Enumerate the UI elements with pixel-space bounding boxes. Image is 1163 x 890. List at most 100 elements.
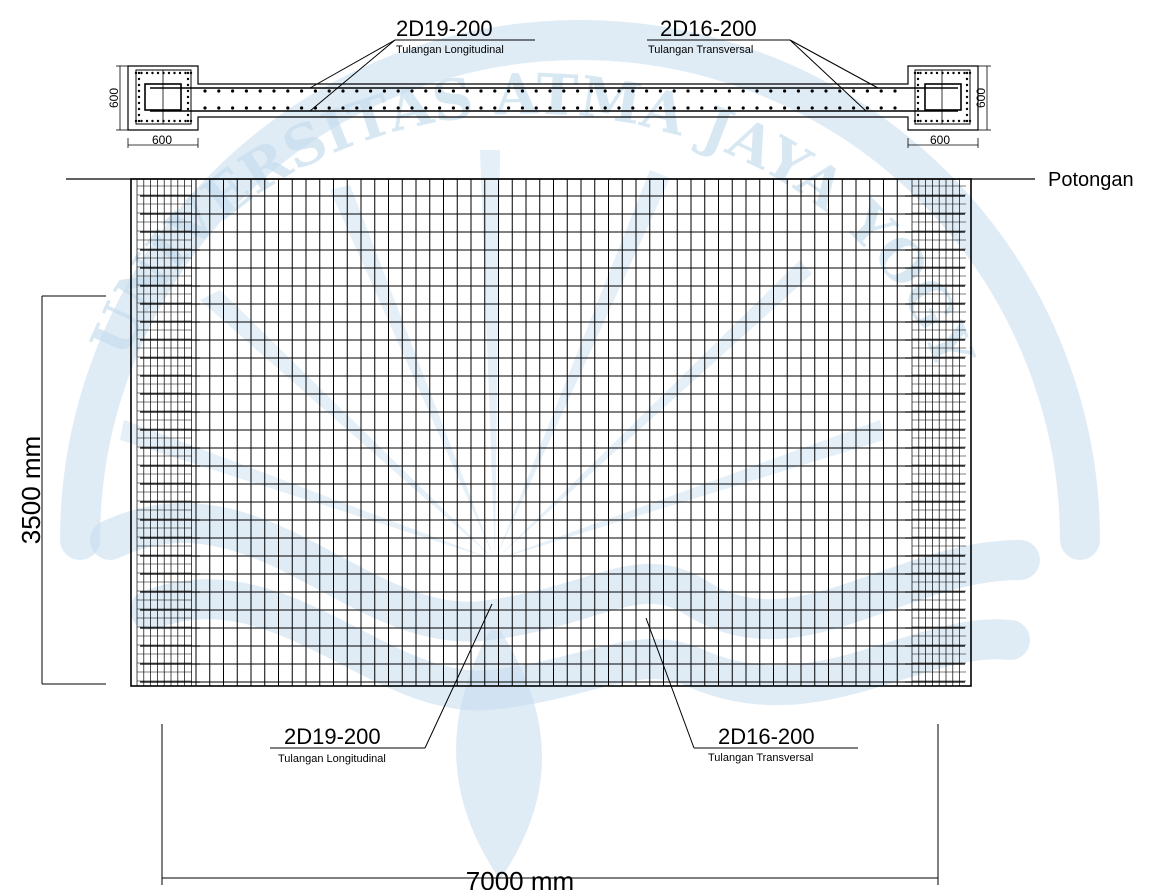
longitudinal-bar-dot	[451, 106, 455, 110]
longitudinal-bar-dot	[313, 89, 317, 93]
column-bar-dot	[167, 119, 171, 123]
longitudinal-bar-dot	[438, 106, 442, 110]
column-bar-dot	[965, 89, 969, 93]
column-bar-dot	[930, 71, 933, 75]
longitudinal-bar-dot	[410, 89, 414, 93]
right-column-height-label: 600	[974, 88, 988, 108]
longitudinal-bar-dot	[203, 106, 207, 110]
column-bar-dot	[137, 119, 141, 123]
column-bar-dot	[963, 119, 966, 123]
longitudinal-bar-dot	[300, 89, 304, 93]
longitudinal-bar-dot	[217, 106, 221, 110]
longitudinal-bar-dot	[465, 106, 469, 110]
column-bar-dot	[968, 71, 972, 75]
column-bar-dot	[178, 71, 182, 75]
top-long-caption: Tulangan Longitudinal	[396, 44, 504, 56]
column-bar-dot	[178, 119, 182, 123]
column-bar-dot	[140, 71, 143, 75]
longitudinal-bar-dot	[769, 106, 773, 110]
column-bar-dot	[137, 77, 141, 81]
longitudinal-bar-dot	[852, 106, 856, 110]
longitudinal-bar-dot	[810, 106, 814, 110]
longitudinal-bar-dot	[341, 89, 345, 93]
column-bar-dot	[916, 101, 920, 105]
longitudinal-bar-dot	[507, 106, 511, 110]
longitudinal-bar-dot	[617, 89, 621, 93]
longitudinal-bar-dot	[272, 89, 276, 93]
longitudinal-bar-dot	[865, 89, 870, 93]
column-bar-dot	[952, 119, 955, 123]
watermark-flame	[456, 630, 542, 880]
column-bar-dot	[965, 107, 969, 111]
longitudinal-bar-dot	[396, 89, 400, 93]
longitudinal-bar-dot	[438, 89, 442, 93]
left-column-width-label: 600	[152, 133, 172, 147]
column-bar-dot	[151, 71, 154, 75]
watermark-ring	[60, 20, 1100, 560]
column-bar-dot	[946, 119, 950, 123]
column-bar-dot	[916, 95, 920, 99]
longitudinal-bar-dot	[645, 89, 649, 93]
longitudinal-bar-dot	[879, 89, 883, 93]
column-bar-dot	[916, 71, 920, 75]
longitudinal-bar-dot	[231, 89, 235, 93]
longitudinal-bar-dot	[727, 89, 732, 93]
longitudinal-bar-dot	[631, 106, 635, 110]
longitudinal-bar-dot	[534, 89, 538, 93]
column-bar-dot	[924, 119, 928, 123]
top-long-leader-2	[309, 39, 396, 112]
column-bar-dot	[935, 71, 939, 75]
longitudinal-bar-dot	[382, 89, 386, 93]
bottom-trans-leader	[645, 617, 695, 749]
column-bar-dot	[145, 71, 149, 75]
longitudinal-bar-dot	[479, 89, 483, 93]
column-bar-dot	[189, 119, 193, 123]
column-bar-dot	[957, 119, 961, 123]
longitudinal-bar-dot	[369, 89, 373, 93]
longitudinal-bar-dot	[465, 89, 469, 93]
top-trans-caption: Tulangan Transversal	[648, 44, 753, 56]
column-bar-dot	[916, 119, 920, 123]
column-bar-dot	[186, 77, 190, 81]
longitudinal-bar-dot	[217, 89, 221, 93]
column-bar-dot	[916, 113, 920, 117]
longitudinal-bar-dot	[893, 106, 897, 110]
longitudinal-bar-dot	[548, 106, 552, 110]
wall-elevation: 3500 mm 7000 mm 2D19-200 Tulangan Longit…	[16, 178, 972, 890]
top-long-label: 2D19-200	[396, 16, 493, 41]
column-bar-dot	[167, 71, 171, 75]
column-bar-dot	[145, 119, 149, 123]
longitudinal-bar-dot	[686, 89, 690, 93]
longitudinal-bar-dot	[658, 106, 663, 110]
column-bar-dot	[186, 95, 190, 99]
column-bar-dot	[186, 113, 190, 117]
longitudinal-bar-dot	[603, 89, 607, 93]
watermark-wave-2	[130, 579, 1030, 711]
column-bar-dot	[134, 71, 138, 75]
cross-section: 600 600 600 600 2D19-200 Tulangan Longit…	[107, 16, 991, 148]
column-bar-dot	[913, 119, 917, 123]
column-bar-dot	[957, 71, 961, 75]
longitudinal-bar-dot	[796, 106, 801, 110]
column-bar-dot	[941, 119, 944, 123]
longitudinal-bar-dot	[520, 106, 525, 110]
longitudinal-bar-dot	[645, 106, 649, 110]
column-bar-dot	[941, 71, 944, 75]
width-dim-label: 7000 mm	[466, 866, 574, 890]
left-column-stirrup	[135, 69, 192, 125]
longitudinal-bar-dot	[479, 106, 483, 110]
column-bar-dot	[162, 71, 165, 75]
column-bar-dot	[189, 71, 193, 75]
column-bar-dot	[151, 119, 154, 123]
column-bar-dot	[137, 71, 141, 75]
column-bar-dot	[173, 71, 176, 75]
column-bar-dot	[919, 71, 922, 75]
longitudinal-bar-dot	[534, 106, 538, 110]
right-column-stirrup	[914, 69, 971, 125]
longitudinal-bar-dot	[631, 89, 635, 93]
longitudinal-bar-dot	[382, 106, 386, 110]
longitudinal-bar-dot	[507, 89, 511, 93]
top-trans-leader-1	[789, 39, 879, 89]
column-bar-dot	[963, 71, 966, 75]
column-bar-dot	[184, 71, 187, 75]
